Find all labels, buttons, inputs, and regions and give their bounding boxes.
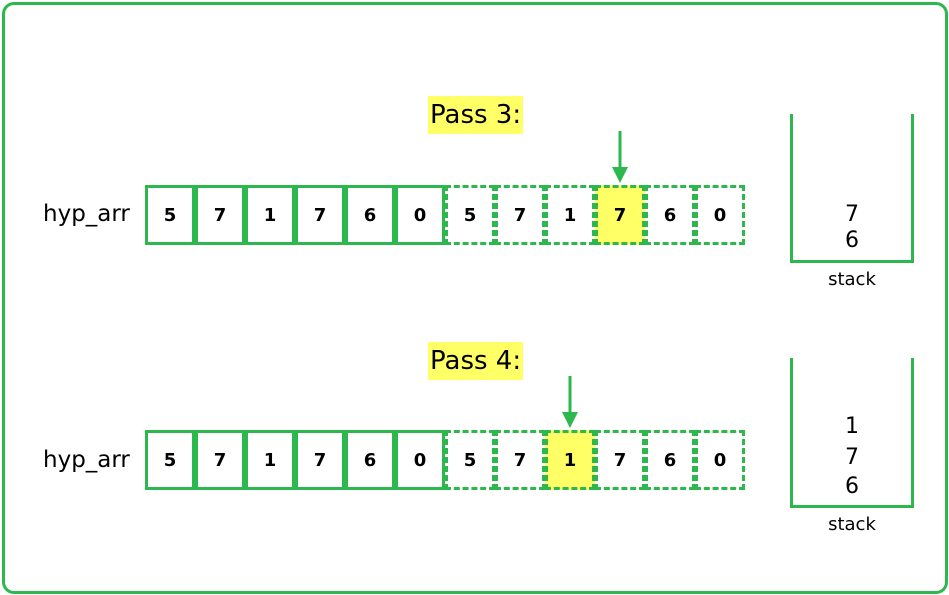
pass-3-array-label: hyp_arr [43, 201, 130, 227]
array-cell: 0 [395, 185, 445, 245]
array-cell: 1 [545, 185, 595, 245]
array-cell: 7 [295, 185, 345, 245]
array-cell: 6 [645, 430, 695, 490]
array-cell: 5 [145, 185, 195, 245]
pass-4-title: Pass 4: [428, 342, 524, 380]
array-cell: 7 [495, 185, 545, 245]
array-cell: 6 [345, 430, 395, 490]
pass-3-title: Pass 3: [428, 96, 524, 134]
pass-4-stack-item: 6 [845, 474, 859, 499]
array-cell: 6 [645, 185, 695, 245]
array-cell: 1 [245, 430, 295, 490]
pass-3-stack-label: stack [828, 269, 876, 290]
array-cell-current: 7 [595, 185, 645, 245]
array-cell: 0 [395, 430, 445, 490]
array-cell: 7 [595, 430, 645, 490]
pass-4-stack-container [790, 358, 914, 508]
pass-4-stack-item: 1 [845, 414, 859, 439]
pass-3-pointer-arrow [612, 131, 628, 183]
array-cell: 5 [445, 185, 495, 245]
pass-3-stack-container [790, 114, 914, 263]
pass-3-stack-item: 6 [845, 228, 859, 253]
pass-3-stack-item: 7 [845, 202, 859, 227]
pass-4-array-label: hyp_arr [43, 447, 130, 473]
pass-4-stack-label: stack [828, 514, 876, 535]
pass-4-stack-item: 7 [845, 445, 859, 470]
array-cell: 0 [695, 430, 745, 490]
array-cell: 5 [445, 430, 495, 490]
array-cell: 7 [195, 185, 245, 245]
array-cell: 7 [195, 430, 245, 490]
pass-4-pointer-arrow [562, 376, 578, 428]
array-cell-current: 1 [545, 430, 595, 490]
array-cell: 7 [295, 430, 345, 490]
array-cell: 1 [245, 185, 295, 245]
array-cell: 6 [345, 185, 395, 245]
array-cell: 5 [145, 430, 195, 490]
array-cell: 0 [695, 185, 745, 245]
array-cell: 7 [495, 430, 545, 490]
